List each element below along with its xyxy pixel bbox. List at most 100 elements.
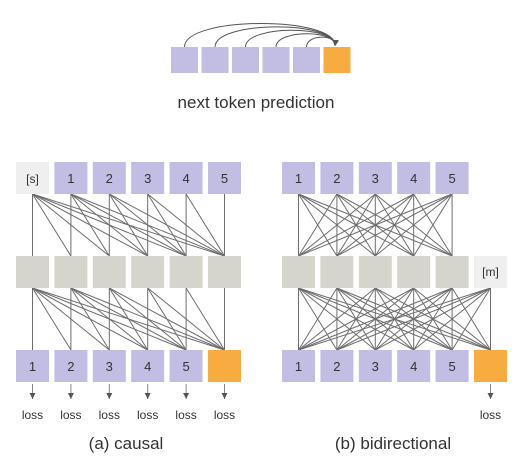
attention-edge bbox=[298, 287, 338, 351]
bidirectional-input-token bbox=[282, 162, 315, 194]
bidirectional-output-token-label: 1 bbox=[295, 359, 302, 374]
top-context-token bbox=[171, 47, 198, 73]
bidirectional-input-token-label: 4 bbox=[410, 171, 417, 186]
causal-hidden-state bbox=[92, 256, 126, 288]
causal-input-token-label: 5 bbox=[221, 171, 228, 186]
causal-output-token bbox=[92, 350, 126, 382]
causal-loss-label: loss bbox=[175, 408, 196, 422]
arrows bbox=[29, 23, 494, 399]
top-context-token bbox=[262, 47, 290, 73]
bidirectional-input-token-label: 3 bbox=[372, 171, 379, 186]
bidirectional-input-token bbox=[397, 162, 431, 194]
attention-edge bbox=[336, 193, 453, 257]
attention-edge bbox=[32, 287, 225, 351]
attention-edge bbox=[413, 193, 453, 257]
bidirectional-mask-token bbox=[474, 256, 507, 288]
prediction-arc bbox=[184, 23, 339, 48]
bidirectional-output-token bbox=[435, 350, 469, 382]
attention-edge bbox=[32, 193, 225, 257]
attention-edge bbox=[298, 193, 453, 257]
causal-loss-label: loss bbox=[60, 408, 81, 422]
causal-output-token bbox=[16, 350, 49, 382]
causal-output-token-label: 1 bbox=[29, 359, 36, 374]
bidirectional-mask-token-label: [m] bbox=[482, 265, 499, 279]
top-caption: next token prediction bbox=[178, 93, 335, 112]
attention-edge bbox=[298, 193, 414, 257]
attention-edge bbox=[185, 287, 225, 351]
attention-edge bbox=[109, 287, 225, 351]
causal-input-token-label: 1 bbox=[67, 171, 74, 186]
attention-edge bbox=[32, 193, 72, 257]
bidirectional-output-token bbox=[397, 350, 431, 382]
causal-loss-label: loss bbox=[137, 408, 158, 422]
attention-edge bbox=[374, 193, 453, 257]
causal-input-token bbox=[92, 162, 126, 194]
attention-edge bbox=[32, 193, 148, 257]
top-context-token bbox=[232, 47, 259, 73]
attention-edge bbox=[298, 287, 414, 351]
bidirectional-input-token-label: 1 bbox=[295, 171, 302, 186]
attention-edge bbox=[147, 193, 225, 257]
attention-edge bbox=[298, 193, 376, 257]
attention-edge bbox=[298, 193, 338, 257]
causal-loss-label: loss bbox=[22, 408, 43, 422]
bidirectional-input-token-label: 5 bbox=[448, 171, 455, 186]
attention-edge bbox=[336, 287, 491, 351]
causal-input-token bbox=[54, 162, 88, 194]
causal-output-token bbox=[131, 350, 165, 382]
causal-output-token bbox=[169, 350, 203, 382]
causal-input-token bbox=[208, 162, 241, 194]
attention-edge bbox=[375, 287, 491, 351]
causal-input-token-label: 3 bbox=[144, 171, 151, 186]
top-predicted-token bbox=[323, 47, 351, 73]
attention-edge bbox=[70, 287, 225, 351]
attention-edge bbox=[298, 287, 376, 351]
causal-input-token bbox=[169, 162, 203, 194]
labels: next token prediction [s] 1 2 3 4 5 1 2 3 4 5 loss lo… bbox=[22, 93, 501, 453]
causal-start-token bbox=[16, 162, 49, 194]
causal-hidden-state bbox=[16, 256, 49, 288]
attention-edge bbox=[451, 287, 491, 351]
bidirectional-predicted-token bbox=[474, 350, 507, 382]
bidirectional-output-token bbox=[358, 350, 392, 382]
bidirectional-input-token bbox=[320, 162, 354, 194]
attention-edge bbox=[32, 287, 110, 351]
causal-input-token bbox=[131, 162, 165, 194]
bidirectional-hidden-state bbox=[282, 256, 315, 288]
bidirectional-caption: (b) bidirectional bbox=[335, 434, 451, 453]
bidirectional-hidden-state bbox=[397, 256, 431, 288]
causal-output-token-label: 3 bbox=[106, 359, 113, 374]
attention-edge bbox=[32, 287, 187, 351]
bidirectional-output-token-label: 4 bbox=[410, 359, 417, 374]
bidirectional-hidden-state bbox=[320, 256, 354, 288]
attention-edge bbox=[109, 193, 225, 257]
token-boxes bbox=[16, 47, 507, 382]
bidirectional-hidden-state bbox=[358, 256, 392, 288]
bidirectional-loss-label: loss bbox=[480, 408, 501, 422]
attention-edge bbox=[147, 287, 225, 351]
top-context-token bbox=[293, 47, 320, 73]
attention-edge bbox=[32, 193, 187, 257]
attention-edge bbox=[185, 193, 225, 257]
bidirectional-hidden-state bbox=[435, 256, 469, 288]
causal-hidden-state bbox=[54, 256, 88, 288]
top-context-token bbox=[201, 47, 229, 73]
causal-start-token-label: [s] bbox=[26, 172, 39, 186]
causal-hidden-state bbox=[169, 256, 203, 288]
bidirectional-output-token-label: 2 bbox=[333, 359, 340, 374]
causal-caption: (a) causal bbox=[89, 434, 164, 453]
attention-edge bbox=[32, 193, 110, 257]
attention-edge bbox=[32, 287, 72, 351]
causal-output-token-label: 5 bbox=[182, 359, 189, 374]
attention-edge bbox=[298, 287, 491, 351]
bidirectional-output-token-label: 5 bbox=[448, 359, 455, 374]
causal-input-token-label: 2 bbox=[106, 171, 113, 186]
attention-edge bbox=[298, 287, 453, 351]
causal-hidden-state bbox=[131, 256, 165, 288]
attention-edge bbox=[32, 287, 148, 351]
bidirectional-input-token-label: 2 bbox=[333, 171, 340, 186]
attention-edges bbox=[32, 193, 491, 351]
bidirectional-output-token bbox=[282, 350, 315, 382]
